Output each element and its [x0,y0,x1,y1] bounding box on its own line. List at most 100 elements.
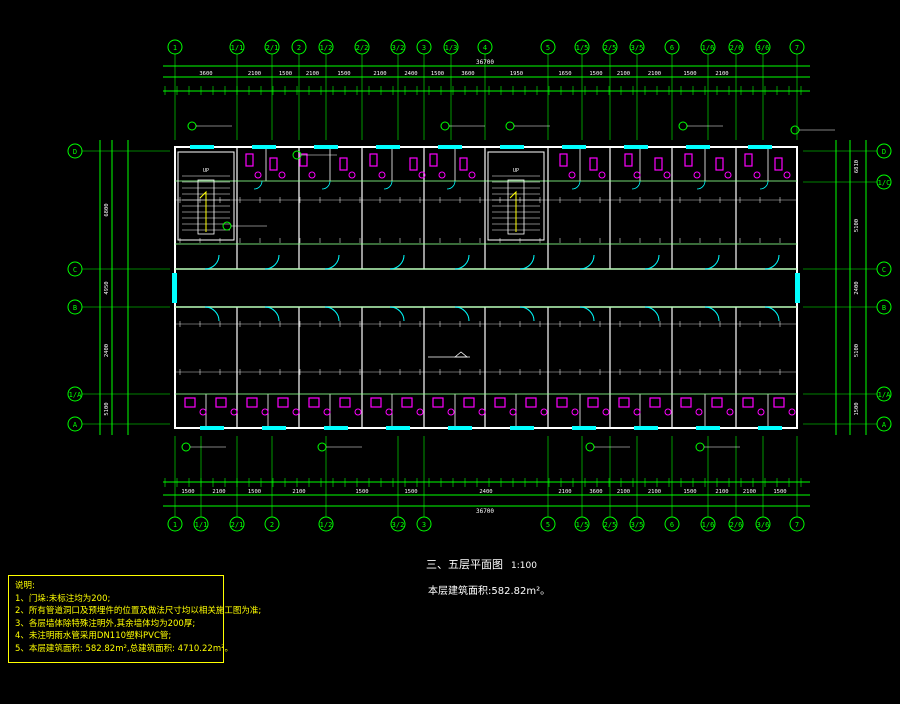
callout-bubble [790,125,800,135]
floor-area-label: 本层建筑面积: [428,586,492,597]
floor-area-caption: 本层建筑面积:582.82m²。 [428,582,550,597]
floor-drain [278,171,286,179]
callout-bubble [317,442,327,452]
doors-group [172,145,800,430]
window [696,426,720,430]
dimension-label: 1500 [683,71,696,77]
callout-bubble [187,121,197,131]
floor-drain [308,171,316,179]
dimension-label: 2400 [854,281,860,294]
stair-label: UP [203,168,209,174]
toilet-fixture [624,153,633,167]
axis-label: 1 [173,44,177,52]
toilet-fixture [525,397,537,408]
floor-drain [348,171,356,179]
dimension-label: 1500 [683,489,696,495]
stair-arrow [199,190,207,232]
dimension-label: 1950 [510,71,523,77]
floor-drain [724,171,732,179]
window [438,145,462,149]
dimension-label: 2100 [715,71,728,77]
floor-drain [602,408,610,416]
toilet-fixture [339,157,348,171]
floor-drain [663,171,671,179]
floor-drain [468,171,476,179]
floor-drain [292,408,300,416]
dimension-label: 1500 [279,71,292,77]
stair-handrail [507,179,525,235]
door-swing [204,254,220,270]
toilet-fixture [184,397,196,408]
axis-label: 1/A [69,391,82,399]
toilet-fixture [370,397,382,408]
axis-label: D [73,148,77,156]
door-swing [324,254,340,270]
corridor-window-west [172,273,177,303]
toilet-fixture [299,153,308,167]
door-swing [204,306,220,322]
axis-label: 3/5 [631,521,644,529]
door-swing [389,254,405,270]
floor-drain [478,408,486,416]
floor-drain [261,408,269,416]
toilet-fixture [711,397,723,408]
walls-group [174,146,798,429]
toilet-fixture [308,397,320,408]
axis-label: 7 [795,44,799,52]
toilet-fixture [432,397,444,408]
floor-drain [385,408,393,416]
toilet-fixture [409,157,418,171]
dimension-label: 6810 [854,160,860,173]
drawing-title: 三、五层平面图 [426,558,503,571]
toilet-fixture [649,397,661,408]
toilet-fixture [773,397,785,408]
note-item-2: 2、所有管道洞口及预埋件的位置及做法尺寸均以相关施工图为准; [15,606,262,616]
window [314,145,338,149]
dimension-label: 2100 [248,71,261,77]
dimension-label: 2400 [104,344,110,357]
dimension-label: 2100 [373,71,386,77]
drawing-title-block: 三、五层平面图 1:100 [426,556,537,572]
dimension-label: 1500 [181,489,194,495]
fixtures-group [184,153,796,416]
toilet-fixture [339,397,351,408]
callouts-group [181,121,835,452]
stair-handrail [197,179,215,235]
floor-drain [323,408,331,416]
door-swing [644,254,660,270]
dimension-label: 2100 [306,71,319,77]
axis-label: 1/6 [702,521,715,529]
dimension-label: 4950 [104,281,110,294]
toilet-fixture [559,153,568,167]
bathroom-door [571,180,581,190]
axis-label: C [882,266,886,274]
note-item-4: 4、未注明雨水管采用DN110塑料PVC管; [15,631,172,641]
axis-label: 2 [270,521,274,529]
toilet-fixture [715,157,724,171]
dimension-label: 2100 [212,489,225,495]
bathroom-door [383,180,393,190]
bathroom-door [696,180,706,190]
floor-drain [354,408,362,416]
axis-label: 2/5 [604,44,617,52]
door-swing [454,254,470,270]
toilet-fixture [277,397,289,408]
floor-drain [199,408,207,416]
toilet-fixture [246,397,258,408]
floor-drain [568,171,576,179]
axis-label: 1 [173,521,177,529]
dimension-label: 3600 [199,71,212,77]
axis-label: C [73,266,77,274]
notes-heading: 说明: [15,581,35,591]
axis-label: 5 [546,521,550,529]
toilet-fixture [680,397,692,408]
bathroom-door [253,180,263,190]
door-swing [324,306,340,322]
bathroom-door [321,180,331,190]
window [748,145,772,149]
drawing-scale: 1:100 [511,561,537,571]
stair-label: UP [513,168,519,174]
stair-well [177,151,235,241]
